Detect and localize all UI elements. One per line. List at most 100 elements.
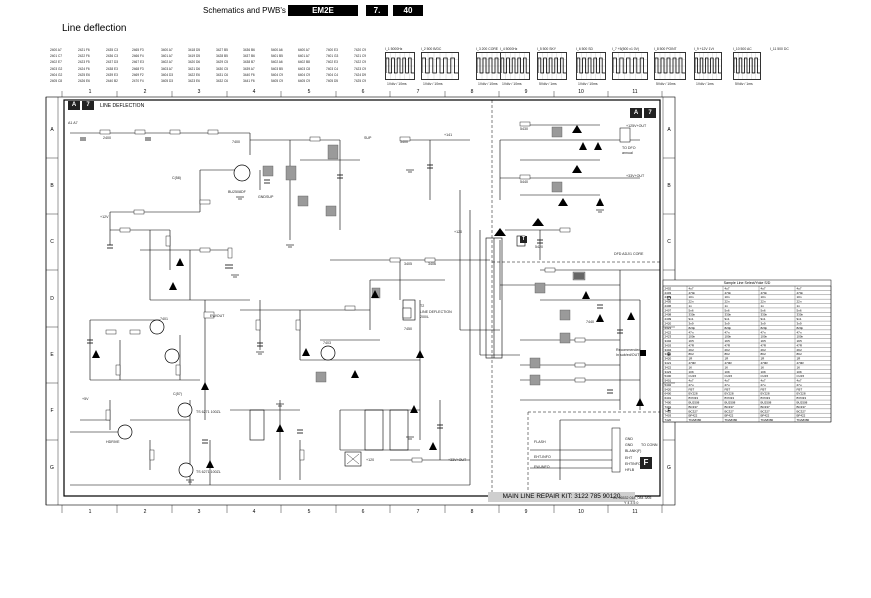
label-3405: 3405 <box>404 262 412 266</box>
table-cell: 470n <box>725 291 732 295</box>
table-cell: 10n <box>761 295 766 299</box>
label-hdrive: HDRIVE <box>106 440 120 444</box>
grid-row-label: C <box>50 239 54 245</box>
header-section-label: Schematics and PWB's <box>203 6 286 15</box>
grid-row-label: B <box>50 183 54 189</box>
recommended-badge <box>640 350 646 356</box>
table-cell: 27u <box>797 383 802 387</box>
grid-column-label: 1 <box>88 509 92 515</box>
table-cell: 2K2 <box>761 348 767 352</box>
table-cell: FBT <box>761 387 767 391</box>
table-cell: 47n <box>797 330 802 334</box>
table-cell: 7420 <box>665 418 672 422</box>
grid-column-label: 6 <box>361 89 365 95</box>
table-cell: 7400 <box>665 400 672 404</box>
table-cell: 4u7 <box>725 286 730 290</box>
table-cell: 2404 <box>665 295 672 299</box>
grid-row-label: F <box>50 408 54 414</box>
table-cell: BF422 <box>689 414 698 418</box>
scope-label: I_5 500 SKY <box>537 47 557 51</box>
section-letter-right-7: 7 <box>644 108 656 118</box>
outer-frame <box>45 96 676 506</box>
grid-column-label: 2 <box>143 89 147 95</box>
label-5420: 5420 <box>535 245 543 249</box>
scope-trace <box>500 52 530 80</box>
grid-row-label: D <box>50 296 54 302</box>
table-cell: 330n <box>797 313 804 317</box>
table-cell: 2K2 <box>725 348 731 352</box>
scope-trace <box>694 52 722 80</box>
scope-scale: 1Vdiv / 10ms <box>578 82 598 86</box>
label-33v-bottom: +33V+OUT <box>448 458 467 462</box>
table-cell: 4u7 <box>797 379 802 383</box>
table-cell: 6400 <box>665 392 672 396</box>
grid-column-label: 4 <box>252 89 256 95</box>
scope-label: I_9 +12V 1Vt <box>694 47 714 51</box>
table-cell: 1K5 <box>761 339 767 343</box>
table-cell: 100n <box>725 335 732 339</box>
table-cell: 10K <box>689 370 694 374</box>
table-cell: 3405 <box>665 352 672 356</box>
table-cell: 2408 <box>665 313 672 317</box>
label-125v: +125V+OUT <box>626 124 647 128</box>
table-cell: 3n9 <box>797 322 802 326</box>
scope-scale: 5Vdiv / 1ms <box>539 82 557 86</box>
table-cell: 9n1 <box>725 317 730 321</box>
table-cell: 27u <box>725 383 730 387</box>
table-cell: 3423 <box>665 370 672 374</box>
table-cell: TDA8380 <box>689 418 702 422</box>
table-cell: 8K2 <box>689 352 695 356</box>
ref-column: 3418 D5 3419 D5 3420 D6 3421 D6 3422 E6 … <box>188 48 201 84</box>
table-cell: 1R <box>725 357 730 361</box>
table-cell: 470R <box>725 361 733 365</box>
table-cell: BY228 <box>725 392 734 396</box>
gray-marker <box>574 273 584 279</box>
pin-gnd: GND <box>625 437 633 441</box>
ref-column: 3436 B6 3437 B6 3438 B7 3439 A7 3440 F6 … <box>243 48 255 84</box>
table-cell: BYD33 <box>797 396 807 400</box>
scope-trace <box>537 52 567 80</box>
table-cell: BC337 <box>725 405 735 409</box>
scope-trace <box>612 52 648 80</box>
table-cell: 3n9 <box>689 322 694 326</box>
grid-column-label: 11 <box>632 509 638 515</box>
scope-label: I_8 500 POINT <box>654 47 677 51</box>
table-cell: 2403 <box>665 291 672 295</box>
ref-column: 5400 A6 5401 B5 5402 A6 5403 B5 5404 C9 … <box>271 48 284 84</box>
table-cell: 4u7 <box>761 286 766 290</box>
scope-label: I_11 500 DC <box>770 47 789 51</box>
table-cell: 470R <box>797 361 805 365</box>
table-cell: 1K5 <box>689 339 695 343</box>
scope-label: I_7 +5(500 x1 0V) <box>612 47 640 51</box>
label-t2: T2 <box>420 304 425 308</box>
ref-column: 3427 B5 3428 B5 3429 C5 3430 C5 3431 C6 … <box>216 48 229 84</box>
label-tx2: TS 6271 100ZL <box>196 470 221 474</box>
label-2400: 2400 <box>103 136 111 140</box>
table-cell: 1n <box>797 304 801 308</box>
table-title: Sample Line Select/Yoke S/D <box>723 281 771 285</box>
transformers <box>249 235 526 451</box>
table-cell: 2405 <box>665 300 672 304</box>
table-cell: CU15 <box>797 374 805 378</box>
table-cell: 1K <box>725 365 729 369</box>
table-cell: BC327 <box>725 409 735 413</box>
label-to-dfo: TO DFO <box>622 146 636 150</box>
label-120: +120 <box>366 458 375 462</box>
grid-row-label: E <box>667 352 671 358</box>
table-cell: 2402 <box>665 286 672 290</box>
grid-row-label: D <box>667 296 671 302</box>
table-cell: 10K <box>725 370 730 374</box>
label-7450: 7450 <box>404 327 412 331</box>
table-cell: 820p <box>761 326 768 330</box>
table-cell: 9n1 <box>689 317 694 321</box>
table-cell: 10n <box>725 295 730 299</box>
diodes <box>92 125 644 468</box>
corner-label: A1 A7 <box>68 121 78 125</box>
table-cell: 2K2 <box>797 348 803 352</box>
table-cell: 3n9 <box>761 322 766 326</box>
ref-column: 7400 E3 7401 G3 7402 E3 7403 C4 7404 C4 … <box>326 48 339 84</box>
table-cell: 47n <box>725 330 730 334</box>
header-page-badge: 40 <box>393 5 423 16</box>
scope-scale: 1Vdiv / 1ms <box>696 82 714 86</box>
table-cell: 820p <box>689 326 696 330</box>
